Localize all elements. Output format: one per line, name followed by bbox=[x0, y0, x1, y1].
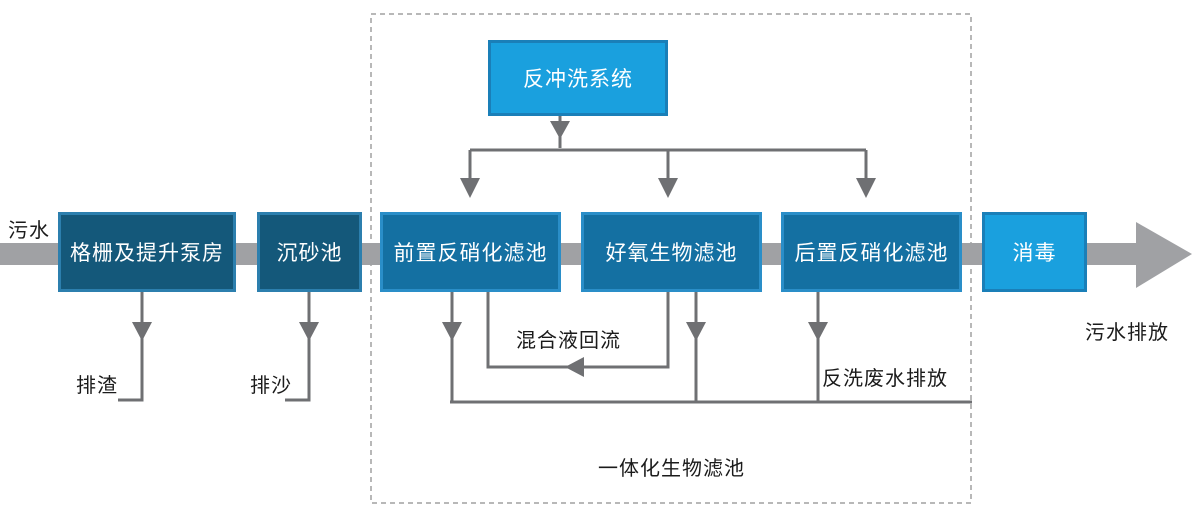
sewage-inlet-label: 污水 bbox=[8, 218, 50, 242]
backwash-system-label: 反冲洗系统 bbox=[523, 67, 633, 91]
slag-discharge-line bbox=[118, 292, 144, 402]
slag-discharge-arrowhead bbox=[132, 322, 152, 341]
grit-tank-box: 沉砂池 bbox=[257, 212, 362, 292]
main-flow-arrowhead bbox=[1136, 222, 1192, 288]
disinfection-label: 消毒 bbox=[1012, 241, 1057, 265]
backwash-system-box: 反冲洗系统 bbox=[488, 40, 668, 116]
post-denitrification-filter-label: 后置反硝化滤池 bbox=[794, 241, 949, 265]
integrated-filter-label: 一体化生物滤池 bbox=[598, 456, 745, 480]
aerobic-filter-label: 好氧生物滤池 bbox=[605, 241, 738, 265]
slag-discharge-label: 排渣 bbox=[76, 373, 118, 397]
screen-pump-house-box: 格栅及提升泵房 bbox=[58, 212, 236, 292]
grit-tank-label: 沉砂池 bbox=[276, 241, 343, 265]
pre-denitrification-filter-box: 前置反硝化滤池 bbox=[380, 212, 561, 292]
sand-discharge-arrowhead bbox=[299, 322, 319, 341]
sand-discharge-label: 排沙 bbox=[250, 373, 292, 397]
disinfection-box: 消毒 bbox=[982, 212, 1087, 292]
backwash-wastewater-lines bbox=[450, 292, 972, 404]
integrated-filter-boundary bbox=[370, 13, 972, 504]
mixed-liquor-return-arrowhead bbox=[565, 357, 584, 377]
mixed-liquor-return-label: 混合液回流 bbox=[516, 328, 621, 352]
screen-pump-house-label: 格栅及提升泵房 bbox=[70, 241, 224, 265]
sewage-discharge-label: 污水排放 bbox=[1085, 320, 1169, 344]
pre-denitrification-filter-label: 前置反硝化滤池 bbox=[393, 241, 548, 265]
backwash-wastewater-arrowheads bbox=[442, 322, 828, 341]
backwash-wastewater-label: 反洗废水排放 bbox=[822, 366, 948, 390]
aerobic-filter-box: 好氧生物滤池 bbox=[581, 212, 762, 292]
backwash-arrowheads bbox=[460, 121, 876, 198]
post-denitrification-filter-box: 后置反硝化滤池 bbox=[781, 212, 962, 292]
